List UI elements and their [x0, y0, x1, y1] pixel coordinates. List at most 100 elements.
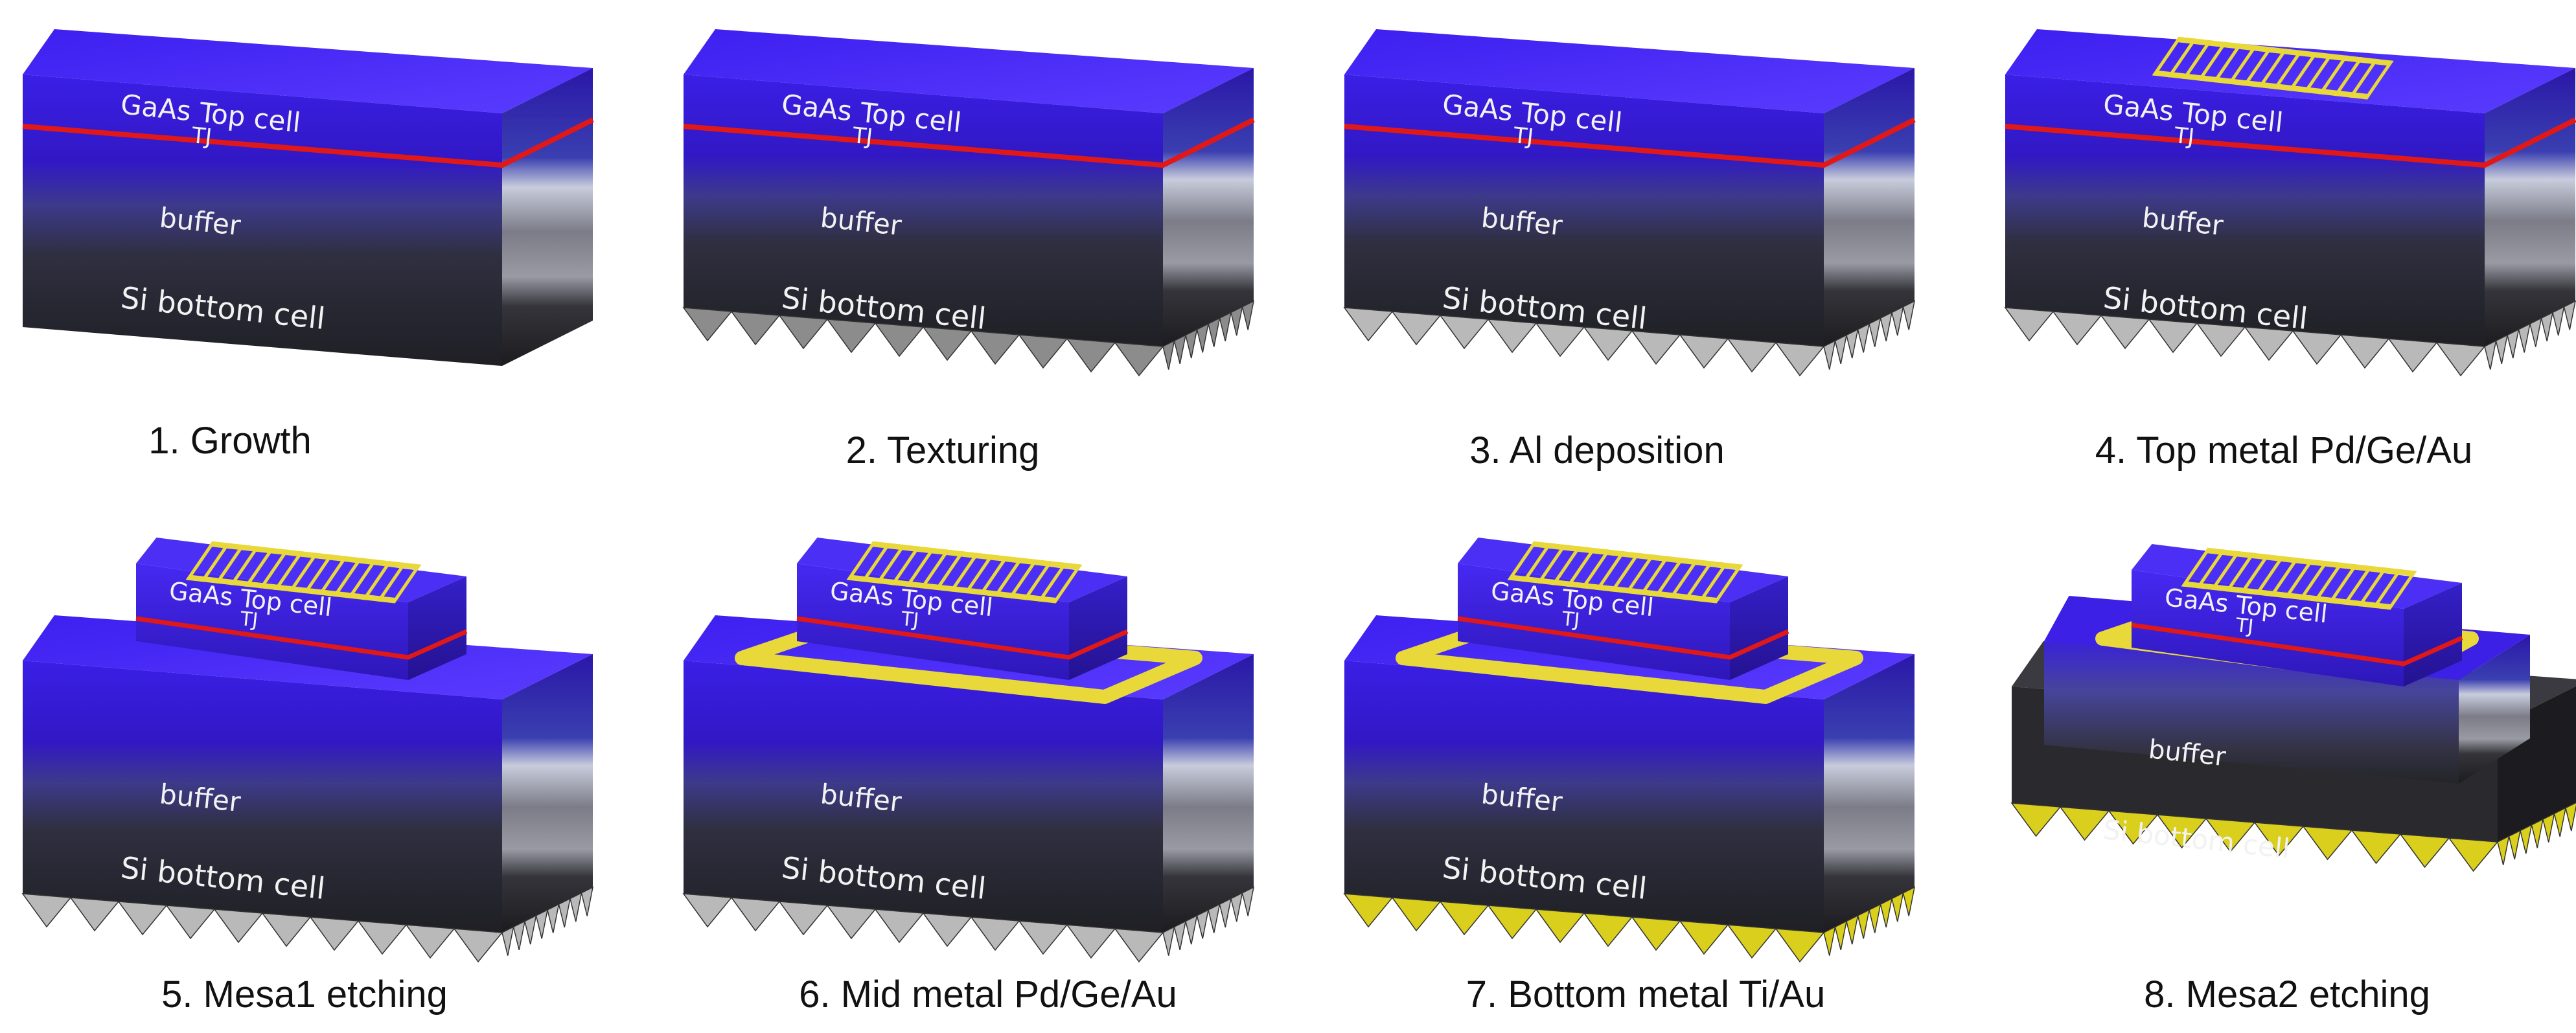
- pyramid: [547, 903, 560, 933]
- pyramid: [261, 913, 312, 948]
- tunnel-junction-line: [2005, 117, 2576, 168]
- pyramid: [1631, 330, 1681, 365]
- wafer-front: [1344, 661, 1824, 933]
- grid-finger: [2257, 48, 2288, 88]
- grid-finger: [229, 546, 260, 585]
- pyramid: [2497, 835, 2510, 865]
- grid-finger: [2242, 47, 2273, 86]
- wafer-front: [23, 661, 502, 933]
- pyramid: [405, 924, 455, 959]
- wafer-side: [502, 654, 593, 933]
- wafer-side: [1163, 654, 1254, 933]
- pyramid: [2196, 323, 2246, 358]
- tunnel-junction-line: [22, 117, 594, 168]
- grid-finger: [1639, 556, 1670, 595]
- pyramid: [1208, 317, 1221, 347]
- grid-finger: [993, 558, 1024, 597]
- pyramid: [1241, 886, 1255, 916]
- grid-finger: [347, 559, 378, 598]
- grid-finger: [200, 543, 231, 582]
- grid-finger: [949, 552, 980, 592]
- pyramid: [1727, 338, 1777, 373]
- pyramid: [1857, 323, 1870, 353]
- grid-finger: [2254, 556, 2285, 595]
- pyramid: [2052, 311, 2102, 346]
- pyramid: [1391, 311, 1442, 346]
- step-caption-3: 3. Al deposition: [1469, 429, 1724, 471]
- grid-finger: [2328, 564, 2358, 604]
- grid-finger: [846, 541, 877, 580]
- pyramid: [1880, 312, 1893, 342]
- grid-finger: [2227, 45, 2258, 85]
- pyramid: [2542, 812, 2555, 843]
- pyramid: [1846, 328, 1859, 359]
- pyramid: [2553, 807, 2567, 837]
- grid-finger: [2212, 43, 2243, 83]
- pyramid: [2100, 315, 2150, 350]
- grid-finger: [1008, 559, 1039, 598]
- grid-finger: [391, 564, 422, 604]
- grid-finger: [2152, 36, 2182, 76]
- pyramid: [1679, 334, 1729, 369]
- grid-finger: [2284, 559, 2314, 598]
- grid-finger: [919, 549, 950, 589]
- gold-grid-icon: [2152, 36, 2394, 100]
- grid-finger: [1522, 543, 1552, 582]
- grid-finger: [332, 558, 363, 597]
- grid-finger: [1654, 558, 1685, 597]
- grid-finger: [259, 549, 290, 589]
- pyramid: [1775, 342, 1825, 377]
- step-caption-5: 5. Mesa1 etching: [161, 973, 448, 1016]
- tj-label: TJ: [851, 122, 874, 150]
- grid-finger: [2210, 551, 2241, 591]
- pyramid: [2351, 830, 2402, 865]
- grid-finger: [303, 554, 334, 594]
- grid-finger: [2269, 557, 2299, 597]
- step-caption-7: 7. Bottom metal Ti/Au: [1466, 973, 1825, 1016]
- pyramid: [2484, 339, 2497, 370]
- pyramid: [512, 920, 526, 951]
- grid-finger: [185, 541, 216, 580]
- wafer-front: [1344, 74, 1824, 346]
- pyramid: [309, 916, 360, 951]
- pyramid: [1846, 914, 1859, 945]
- wafer-side: [502, 68, 593, 366]
- pyramid: [1173, 920, 1187, 951]
- pyramid: [1066, 338, 1116, 373]
- wafer-front: [23, 74, 502, 366]
- pyramid: [1391, 897, 1442, 932]
- tunnel-junction-line: [2131, 622, 2463, 666]
- grid-finger: [214, 544, 246, 584]
- grid-finger: [2363, 60, 2394, 100]
- grid-finger: [273, 551, 304, 591]
- wafer-side: [2485, 68, 2575, 346]
- pyramid: [1583, 913, 1633, 948]
- pyramid: [1343, 893, 1394, 928]
- grid-finger: [1698, 562, 1729, 602]
- pyramid: [2059, 806, 2110, 841]
- pyramid: [1219, 898, 1232, 928]
- grid-finger: [2313, 562, 2343, 602]
- grid-finger: [1683, 561, 1714, 600]
- pyramid: [1230, 306, 1243, 336]
- mesa-top: [1458, 538, 1788, 602]
- pyramid: [1583, 326, 1633, 361]
- pyramid: [1891, 892, 1904, 922]
- grid-finger: [1551, 546, 1581, 585]
- step-caption-8: 8. Mesa2 etching: [2144, 973, 2430, 1016]
- pyramid: [2520, 824, 2533, 854]
- grid-finger: [1536, 544, 1567, 584]
- grid-finger: [2196, 549, 2226, 589]
- pyramid: [682, 893, 733, 928]
- pyramid: [1343, 307, 1394, 342]
- pyramid: [778, 315, 829, 350]
- grid-finger: [2240, 554, 2270, 594]
- pyramid: [1631, 916, 1681, 951]
- pyramid: [730, 897, 781, 932]
- pyramid: [1834, 920, 1848, 951]
- tunnel-junction-line: [796, 616, 1129, 660]
- pyramid: [922, 913, 972, 948]
